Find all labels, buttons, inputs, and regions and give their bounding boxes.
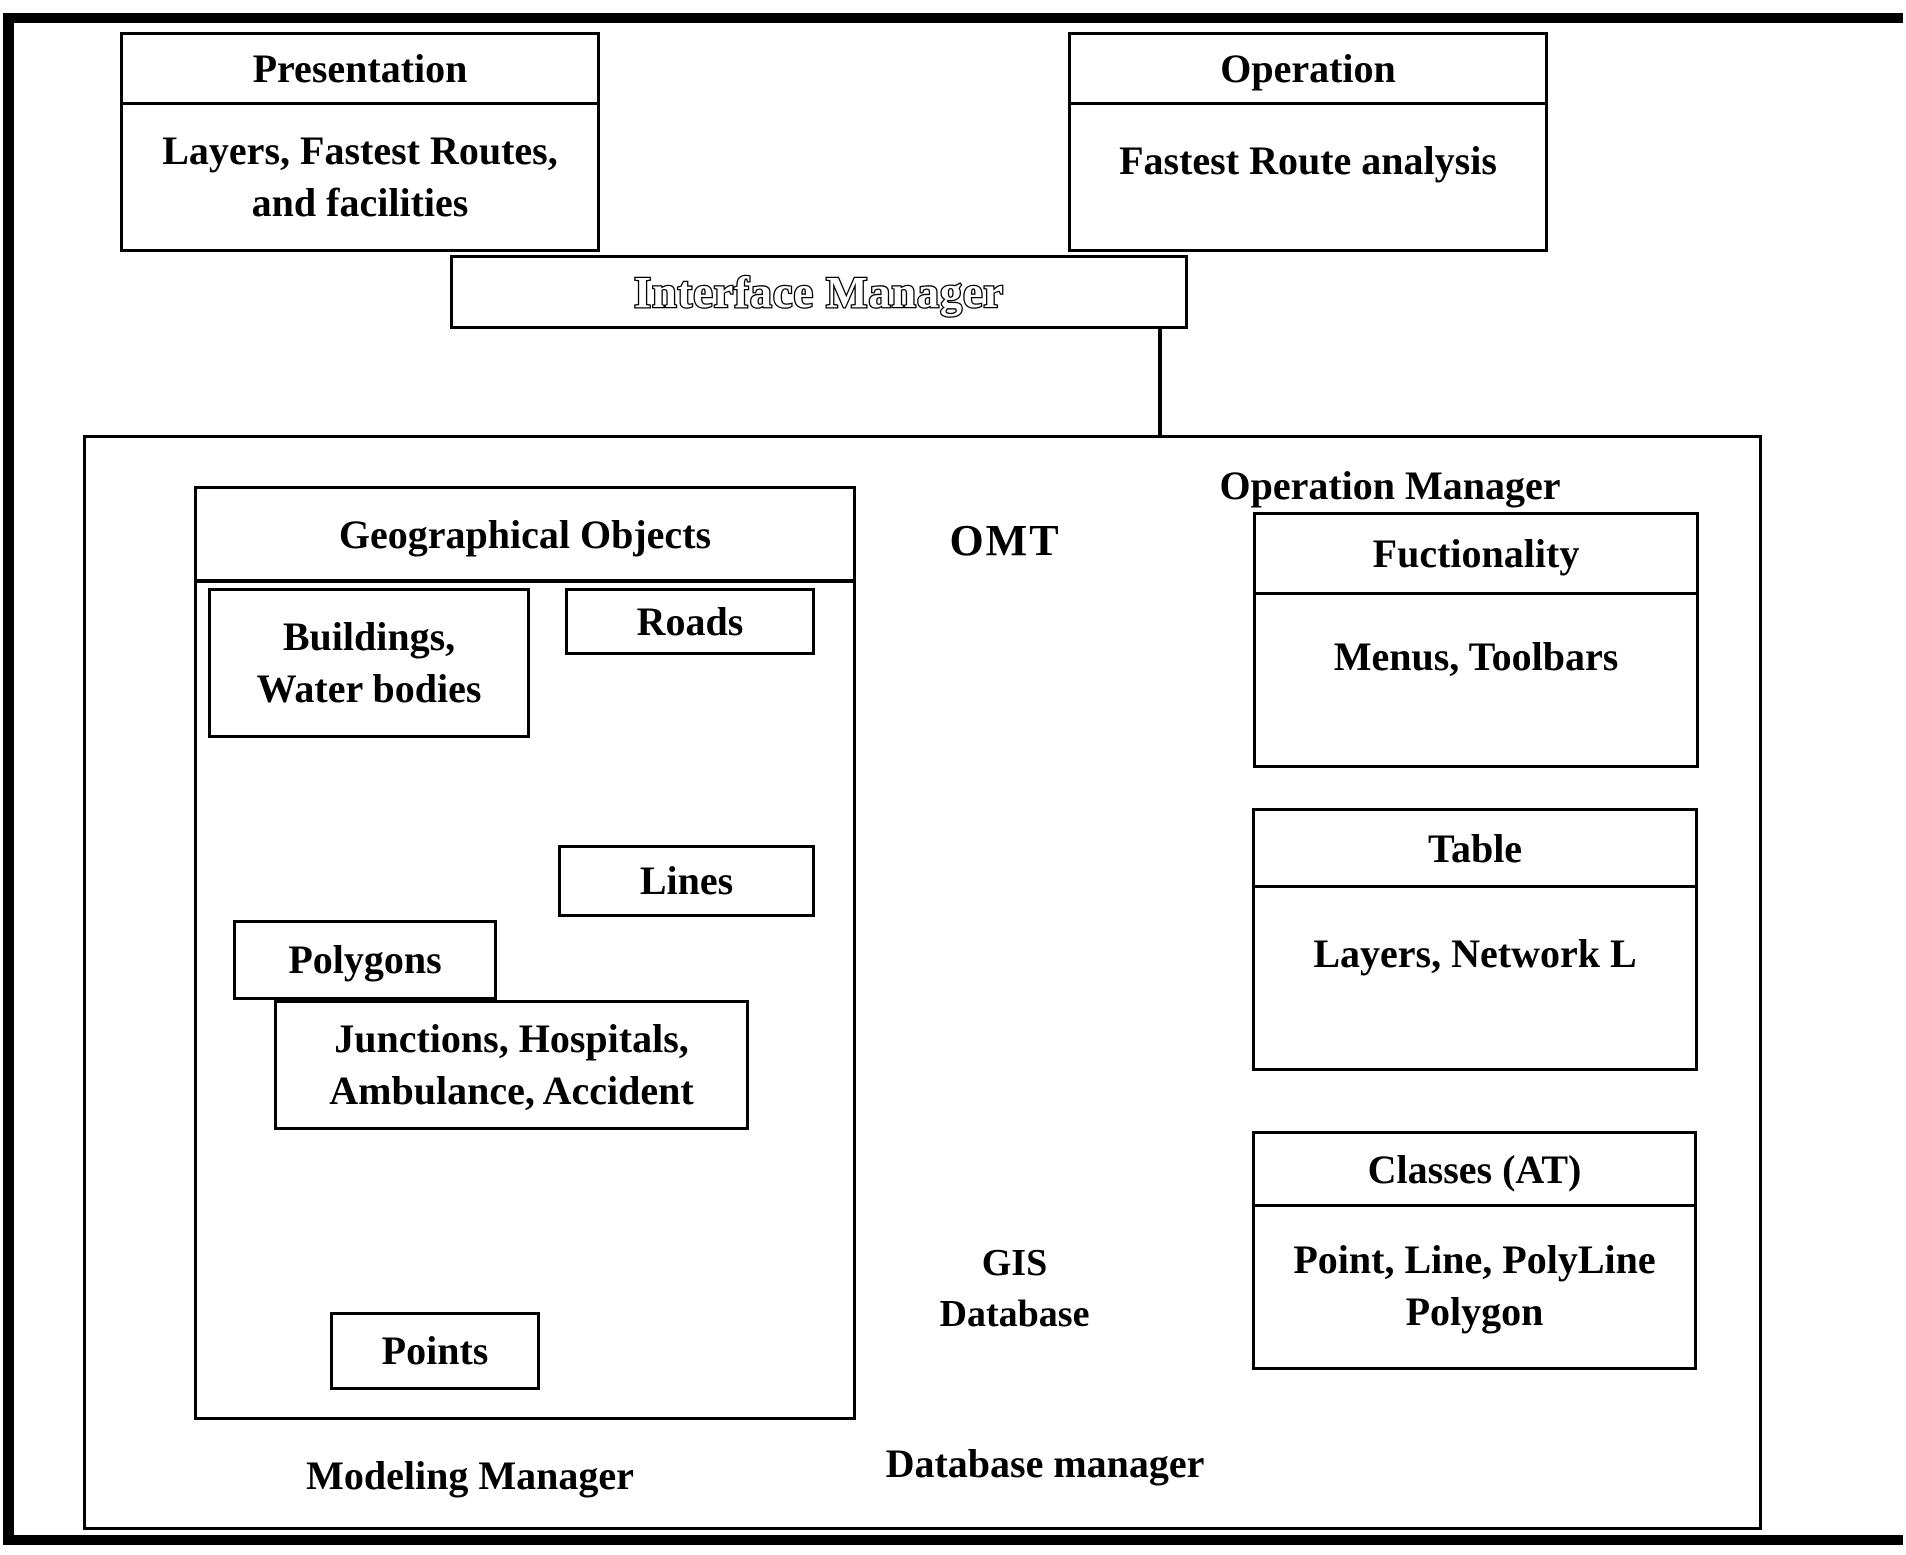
presentation-box: Presentation Layers, Fastest Routes, and… <box>120 32 600 252</box>
classes-box: Classes (AT) Point, Line, PolyLine Polyg… <box>1252 1131 1697 1370</box>
roads-box: Roads <box>565 588 815 655</box>
interface-manager-label: Interface Manager <box>633 266 1005 318</box>
classes-body: Point, Line, PolyLine Polygon <box>1293 1236 1656 1334</box>
operation-body: Fastest Route analysis <box>1119 138 1497 183</box>
functionality-body: Menus, Toolbars <box>1333 634 1619 679</box>
polygons-box: Polygons <box>233 920 497 1000</box>
modeling-manager-label: Modeling Manager <box>306 1453 634 1498</box>
page-frame <box>3 13 1903 1545</box>
omt-label: OMT <box>949 516 1061 565</box>
operation-title: Operation <box>1071 35 1545 105</box>
junctions-box: Junctions, Hospitals, Ambulance, Acciden… <box>274 1000 749 1130</box>
gis-database-label: GIS Database <box>939 1242 1090 1336</box>
table-body: Layers, Network L <box>1313 931 1637 976</box>
operation-manager-label: Operation Manager <box>1219 463 1561 508</box>
functionality-title: Fuctionality <box>1256 515 1696 595</box>
functionality-box: Fuctionality Menus, Toolbars <box>1253 512 1699 768</box>
interface-manager-box: Interface Manager <box>450 255 1188 329</box>
geographical-objects-title: Geographical Objects <box>197 489 853 583</box>
buildings-box: Buildings, Water bodies <box>208 588 530 738</box>
points-box: Points <box>330 1312 540 1390</box>
operation-box: Operation Fastest Route analysis <box>1068 32 1548 252</box>
classes-title: Classes (AT) <box>1255 1134 1694 1207</box>
presentation-title: Presentation <box>123 35 597 105</box>
table-box: Table Layers, Network L <box>1252 808 1698 1071</box>
table-title: Table <box>1255 811 1695 888</box>
lines-box: Lines <box>558 845 815 917</box>
database-manager-label: Database manager <box>885 1441 1205 1486</box>
presentation-body: Layers, Fastest Routes, and facilities <box>162 128 558 225</box>
